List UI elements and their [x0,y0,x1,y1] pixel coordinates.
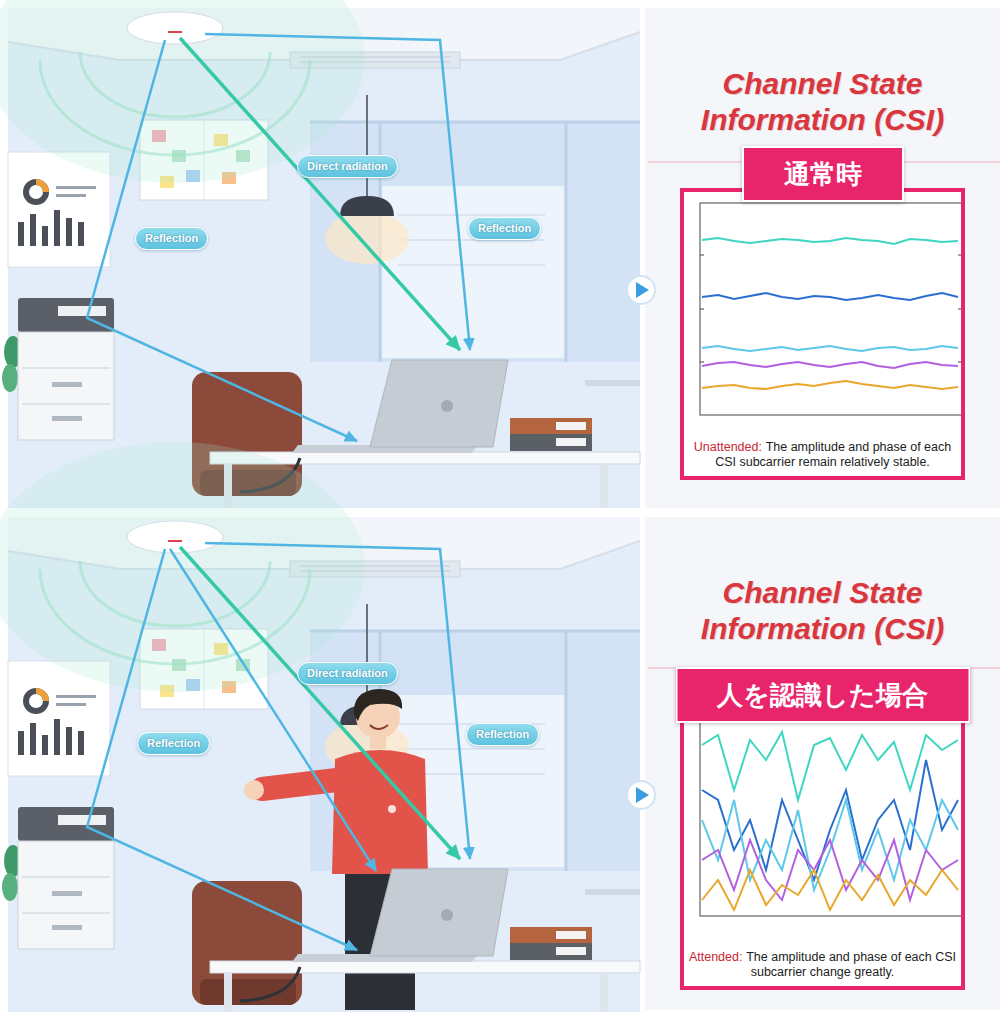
callout-bubble: Reflection [466,723,539,746]
caption-lead: Unattended: [694,440,762,454]
chart-caption: Unattended:The amplitude and phase of ea… [688,440,957,471]
badge-text: 通常時 [784,157,862,191]
csi-panel: Channel State Information (CSI) Attended:… [645,517,1000,1010]
state-badge: 人を認識した場合 [675,667,970,723]
csi-chart-stable [700,203,962,415]
office-scene-top [0,0,640,508]
chart-frame: Attended:The amplitude and phase of each… [680,700,965,990]
csi-panel-grounds [645,8,1000,1010]
state-badge: 通常時 [742,146,904,202]
chart-caption: Attended:The amplitude and phase of each… [688,950,957,981]
bubble-text: Reflection [147,737,200,750]
panel-heading: Channel State Information (CSI) [655,66,990,138]
caption-body: The amplitude and phase of each CSI subc… [746,950,956,980]
badge-text: 人を認識した場合 [717,678,928,712]
play-icons [627,276,655,809]
panel-heading: Channel State Information (CSI) [655,575,990,647]
callout-bubble: Reflection [468,217,541,240]
caption-lead: Attended: [689,950,743,964]
csi-panel: Channel State Information (CSI) Unattende… [645,8,1000,508]
callout-bubble: Reflection [135,227,208,250]
callout-bubble: Direct radiation [297,662,398,685]
bubble-text: Reflection [478,222,531,235]
chart-frame: Unattended:The amplitude and phase of ea… [680,188,965,480]
bubble-text: Direct radiation [307,160,388,173]
bubble-text: Reflection [145,232,198,245]
bubble-text: Direct radiation [307,667,388,680]
callout-bubble: Direct radiation [297,155,398,178]
bubble-text: Reflection [476,728,529,741]
callout-bubble: Reflection [137,732,210,755]
csi-chart-fluctuating [700,722,962,916]
office-scene-bottom [0,442,640,1012]
